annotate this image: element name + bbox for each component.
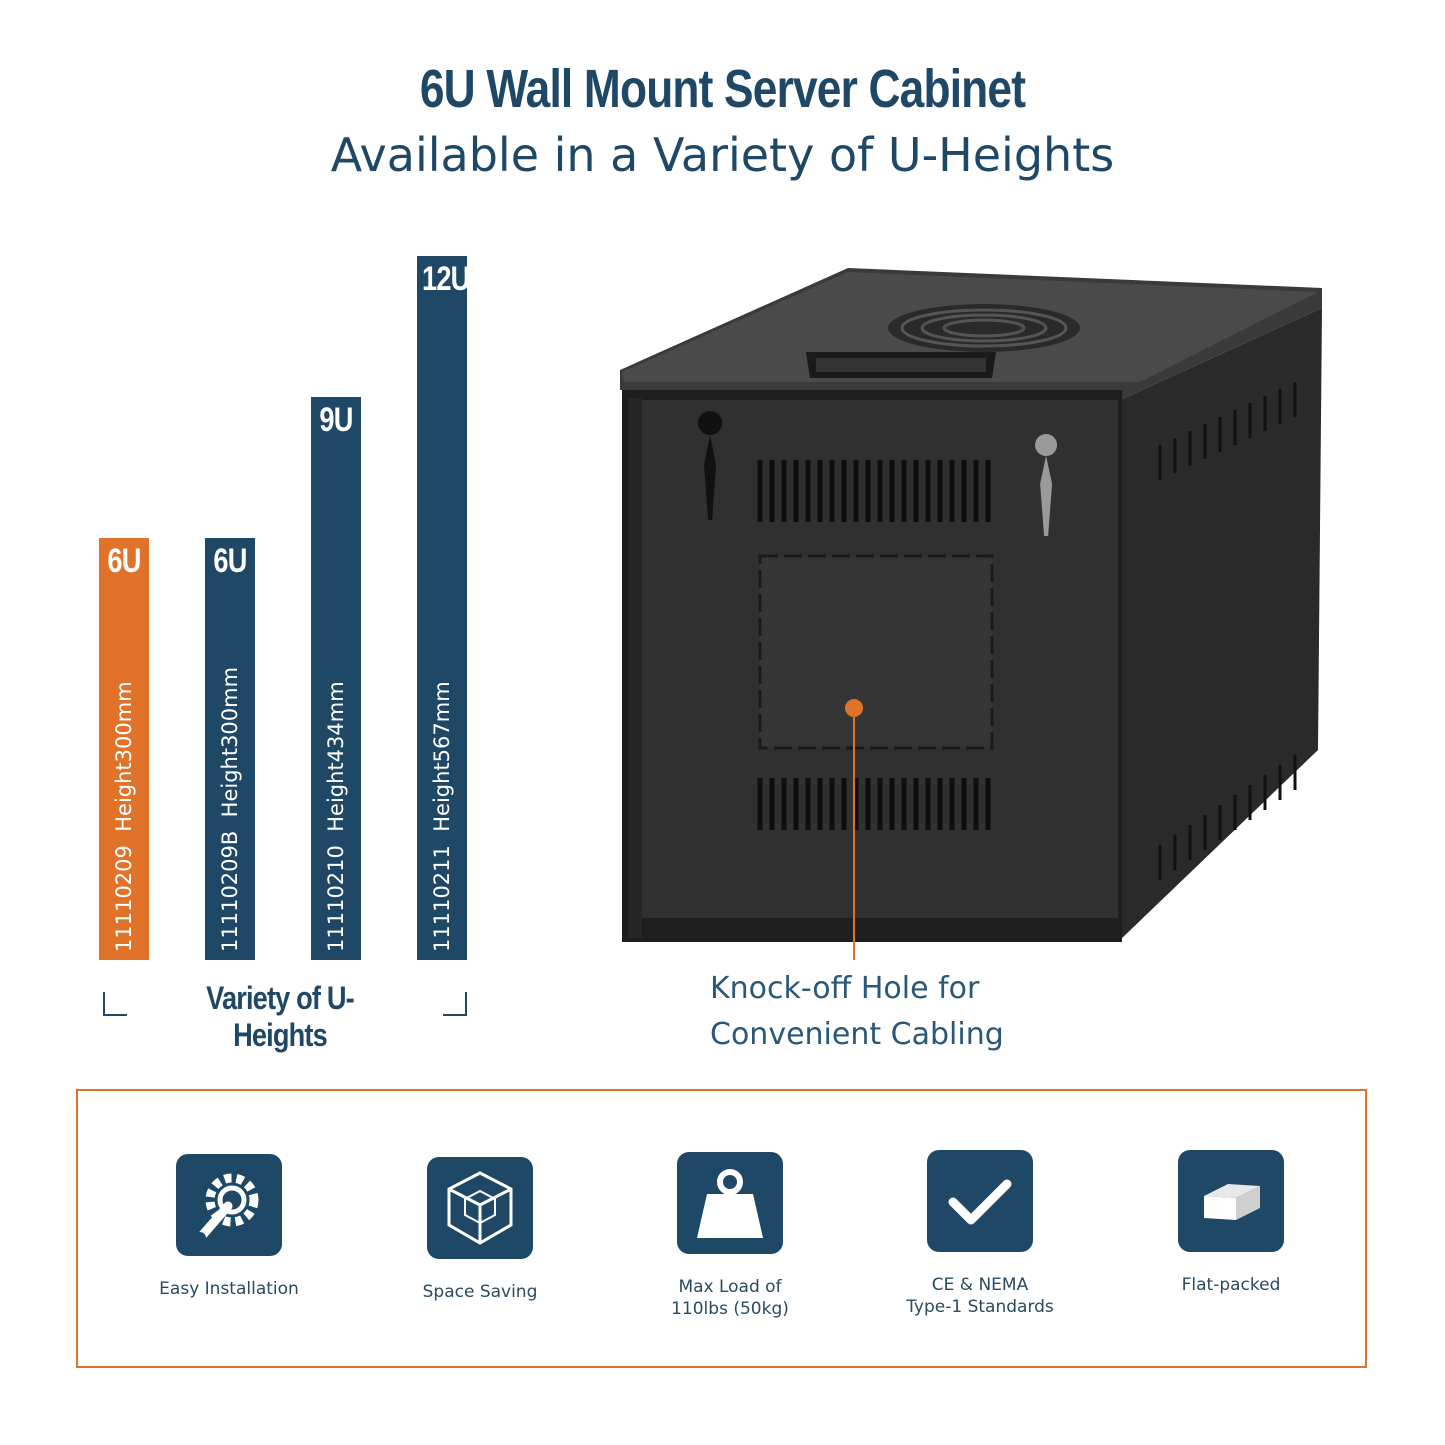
cabinet-image <box>620 268 1322 960</box>
feature-space-saving: Space Saving <box>380 1157 580 1303</box>
bar-size-label: 6U <box>107 542 141 580</box>
feature-line2: Type-1 Standards <box>906 1297 1054 1317</box>
bar-size-label: 9U <box>319 401 353 439</box>
bar-size-label: 12U <box>422 260 470 298</box>
bar-6u-orange: 6U 11110209 Height300mm <box>99 538 149 960</box>
feature-line1: Space Saving <box>422 1282 538 1302</box>
feature-easy-installation: Easy Installation <box>129 1154 329 1300</box>
feature-flat-packed: Flat-packed <box>1131 1150 1331 1296</box>
bar-6u-blue: 6U 11110209B Height300mm <box>205 538 255 960</box>
page-subtitle: Available in a Variety of U-Heights <box>330 128 1115 182</box>
bar-height: Height300mm <box>218 666 242 818</box>
callout-line2: Convenient Cabling <box>710 1017 1004 1052</box>
bracket-left <box>103 992 127 1016</box>
page-title: 6U Wall Mount Server Cabinet <box>419 59 1026 119</box>
feature-line2: 110lbs (50kg) <box>671 1299 789 1319</box>
knockout-callout: Knock-off Hole for Convenient Cabling <box>710 966 1090 1058</box>
feature-standards: CE & NEMA Type-1 Standards <box>880 1150 1080 1318</box>
bracket-right <box>443 992 467 1016</box>
feature-line1: Flat-packed <box>1181 1275 1281 1295</box>
bar-height: Height567mm <box>430 681 454 832</box>
feature-line1: Max Load of <box>678 1277 782 1297</box>
bar-model: 11110211 <box>430 845 454 952</box>
feature-max-load: Max Load of 110lbs (50kg) <box>630 1152 830 1320</box>
callout-line1: Knock-off Hole for <box>710 971 980 1006</box>
feature-line1: Easy Installation <box>159 1279 299 1299</box>
bar-model: 11110209 <box>112 845 136 952</box>
features-panel <box>76 1089 1367 1368</box>
bar-size-label: 6U <box>213 542 247 580</box>
feature-line1: CE & NEMA <box>931 1275 1029 1295</box>
bar-9u: 9U 11110210 Height434mm <box>311 397 361 960</box>
variety-label: Variety of U-Heights <box>206 980 355 1053</box>
box-icon <box>1178 1150 1284 1252</box>
bar-height: Height434mm <box>324 681 348 832</box>
bar-height: Height300mm <box>112 681 136 832</box>
checkmark-icon <box>927 1150 1033 1252</box>
bar-model: 11110210 <box>324 845 348 952</box>
bar-model: 11110209B <box>218 830 242 952</box>
bar-12u: 12U 11110211 Height567mm <box>417 256 470 960</box>
wrench-gear-icon <box>176 1154 282 1256</box>
cube-icon <box>427 1157 533 1259</box>
weight-icon <box>677 1152 783 1254</box>
